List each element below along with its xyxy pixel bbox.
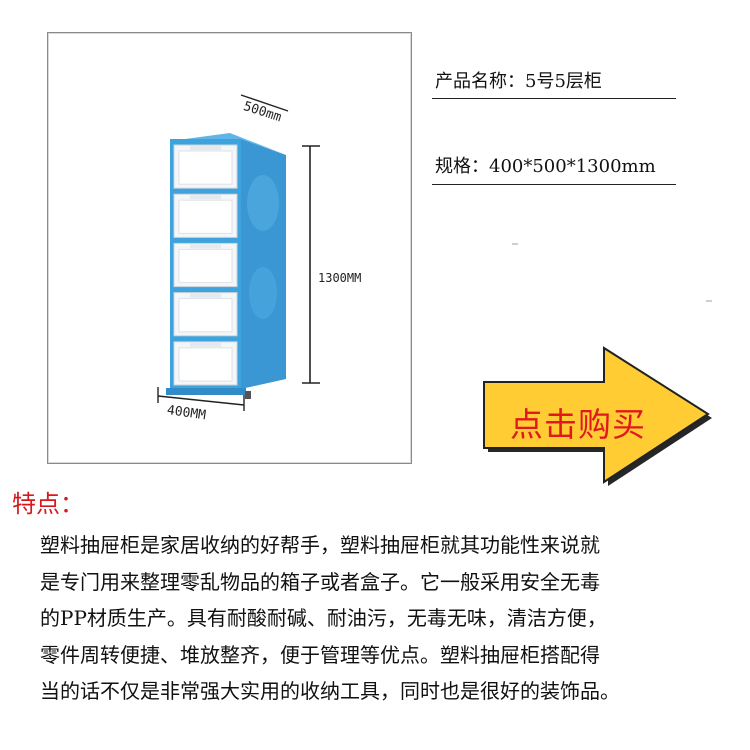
- features-line: 零件周转便捷、堆放整齐，便于管理等优点。塑料抽屉柜搭配得: [40, 642, 600, 667]
- decorative-dot: [512, 243, 518, 245]
- divider: [432, 184, 676, 185]
- product-spec: 规格：400*500*1300mm: [435, 156, 656, 177]
- drawer-face: [178, 199, 233, 234]
- drawer-handle: [190, 293, 221, 298]
- drawer-face: [178, 150, 233, 185]
- drawer-face: [178, 248, 233, 284]
- features-line: 塑料抽屉柜是家居收纳的好帮手，塑料抽屉柜就其功能性来说就: [40, 533, 600, 557]
- drawer-handle: [190, 342, 221, 347]
- product-image-frame: 500mm 1300MM 400MM: [47, 32, 412, 464]
- features-line: 当的话不仅是非常强大实用的收纳工具，同时也是很好的装饰品。: [40, 679, 620, 703]
- features-line: 的PP材质生产。具有耐酸耐碱、耐油污，无毒无味，清洁方便，: [40, 606, 607, 630]
- height-label: 1300MM: [318, 271, 362, 285]
- features-title: 特点：: [12, 490, 84, 518]
- drawer-handle: [190, 195, 221, 200]
- depth-dimension-line: [240, 94, 289, 112]
- features-line: 是专门用来整理零乱物品的箱子或者盒子。它一般采用安全无毒: [40, 569, 600, 594]
- side-reflection: [247, 175, 279, 231]
- side-reflection: [249, 267, 277, 319]
- product-name: 产品名称：5号5层柜: [435, 71, 602, 92]
- buy-button-label[interactable]: 点击购买: [510, 405, 646, 444]
- drawer-face: [178, 298, 233, 333]
- cabinet-base: [166, 388, 246, 395]
- width-dimension-line: [157, 395, 245, 406]
- divider: [432, 98, 676, 99]
- drawer-handle: [190, 244, 221, 249]
- arrow-icon: [483, 346, 710, 484]
- decorative-dot: [706, 300, 712, 302]
- drawer-handle: [190, 146, 221, 150]
- buy-arrow-button[interactable]: [478, 346, 718, 486]
- cabinet-top: [170, 133, 286, 155]
- drawer-stack: [173, 144, 238, 386]
- cabinet-illustration: [157, 94, 320, 411]
- drawer-face: [178, 347, 233, 382]
- features-description: 塑料抽屉柜是家居收纳的好帮手，塑料抽屉柜就其功能性来说就 是专门用来整理零乱物品…: [40, 527, 740, 710]
- cabinet-wheel: [245, 391, 251, 399]
